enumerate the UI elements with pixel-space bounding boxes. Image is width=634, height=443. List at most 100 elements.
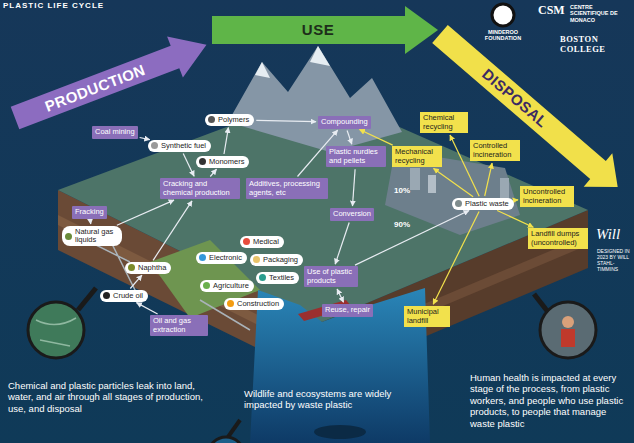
caption-note: Human health is impacted at every stage … (470, 372, 630, 429)
stage-arrow: DISPOSAL (479, 65, 551, 131)
mountains (228, 46, 402, 152)
node-text: Natural gas liquids (75, 228, 117, 245)
block-top (58, 92, 588, 322)
logo-text: CENTRE SCIENTIFIQUE DE MONACO (570, 4, 630, 23)
flow-arrow (140, 138, 150, 140)
magnifier-handle (228, 420, 240, 437)
flow-arrow (335, 223, 349, 265)
flow-arrow (337, 289, 343, 302)
building (428, 175, 436, 193)
designer-credit: DESIGNED IN 2023 BY WILL STAHL-TIMMINS (597, 248, 631, 272)
sea (250, 288, 430, 443)
flow-arrow (117, 200, 174, 225)
node-text: Controlled incineration (473, 141, 511, 159)
magnifier-handle (534, 294, 548, 312)
flow-arrow (485, 163, 492, 196)
material-pill: Polymers (205, 114, 254, 126)
material-pill: Construction (224, 298, 284, 310)
foundation-logo (492, 4, 514, 26)
material-pill: Packaging (250, 254, 303, 266)
material-pill: Agriculture (200, 280, 254, 292)
node-text: Chemical recycling (423, 113, 454, 131)
node-text: Packaging (263, 256, 298, 265)
caption-note: Wildlife and ecosystems are widely impac… (244, 388, 394, 411)
caption-note: Chemical and plastic particles leak into… (8, 380, 213, 414)
disposal-box: Municipal landfill (404, 306, 450, 327)
disposal-box: Uncontrolled incineration (520, 186, 574, 207)
flow-arrow (433, 211, 479, 304)
flow-arrow (130, 275, 142, 288)
material-pill: Textiles (256, 272, 299, 284)
material-pill: Monomers (196, 156, 249, 168)
flow-arrow (434, 168, 474, 196)
disposal-box: Controlled incineration (470, 140, 520, 161)
node-text: Fracking (75, 207, 104, 216)
whale (314, 425, 366, 439)
material-pill: Synthetic fuel (148, 140, 211, 152)
disposal-box: Landfill dumps (uncontrolled) (528, 228, 588, 249)
material-pill: Medical (240, 236, 284, 248)
production-arrow (11, 37, 207, 130)
flow-arrow (90, 221, 92, 224)
designer-logo: Will (596, 226, 620, 243)
node-text: Medical (253, 238, 279, 247)
magnifier (540, 302, 596, 358)
process-box: Additives, processing agents, etc (246, 178, 328, 199)
diagram-title: PLASTIC LIFE CYCLE (3, 1, 104, 10)
node-text: DISPOSAL (479, 65, 551, 131)
percent-label: 90% (394, 220, 410, 229)
node-text: Cracking and chemical production (163, 179, 230, 197)
node-text: Monomers (209, 158, 244, 167)
flow-arrow (347, 131, 352, 145)
flow-arrow (210, 169, 216, 176)
person-sketch (562, 316, 574, 328)
snow (310, 46, 330, 66)
disposal-box: Chemical recycling (420, 112, 468, 133)
node-text: Naphtha (138, 264, 166, 273)
node-text: Compounding (321, 117, 368, 126)
material-pill: Crude oil (100, 290, 148, 302)
flow-arrow (256, 120, 316, 121)
logo-text: BOSTON COLLEGE (560, 34, 630, 54)
flow-arrow (360, 130, 393, 146)
process-box: Compounding (318, 116, 371, 129)
node-text: Plastic waste (465, 200, 509, 209)
snow (255, 62, 270, 78)
node-text: Uncontrolled incineration (523, 187, 565, 205)
flow-arrow (516, 199, 518, 200)
leak-sketch (36, 318, 76, 346)
material-pill: Natural gas liquids (62, 226, 122, 246)
flow-arrow (497, 211, 533, 228)
magnifier-handle (78, 288, 96, 310)
building (500, 178, 509, 198)
node-text: Municipal landfill (407, 307, 439, 325)
node-text: PRODUCTION (43, 61, 148, 115)
magnifier (208, 437, 244, 443)
node-text: Synthetic fuel (161, 142, 206, 151)
node-text: Construction (237, 300, 279, 309)
flow-arrow (353, 169, 356, 206)
magnifier (28, 302, 84, 358)
node-text: Coal mining (95, 127, 135, 136)
flow-arrow (224, 128, 228, 154)
node-text: Use of plastic products (307, 267, 352, 285)
percent-label: 10% (394, 186, 410, 195)
person-sketch (561, 329, 575, 347)
node-text: Agriculture (213, 282, 249, 291)
material-pill: Plastic waste (452, 198, 514, 210)
process-box: Use of plastic products (304, 266, 358, 287)
node-text: Plastic nurdles and pellets (329, 147, 378, 165)
process-box: Oil and gas extraction (150, 315, 208, 336)
material-pill: Electronic (196, 252, 247, 264)
logo-text: MINDEROO FOUNDATION (478, 29, 528, 41)
material-pill: Naphtha (125, 262, 171, 274)
node-text: Reuse, repair (325, 305, 370, 314)
node-text: Textiles (269, 274, 294, 283)
node-text: Additives, processing agents, etc (249, 179, 320, 197)
use-arrow (212, 6, 438, 54)
process-box: Coal mining (92, 126, 138, 139)
flow-arrow (153, 201, 192, 260)
process-box: Plastic nurdles and pellets (326, 146, 386, 167)
